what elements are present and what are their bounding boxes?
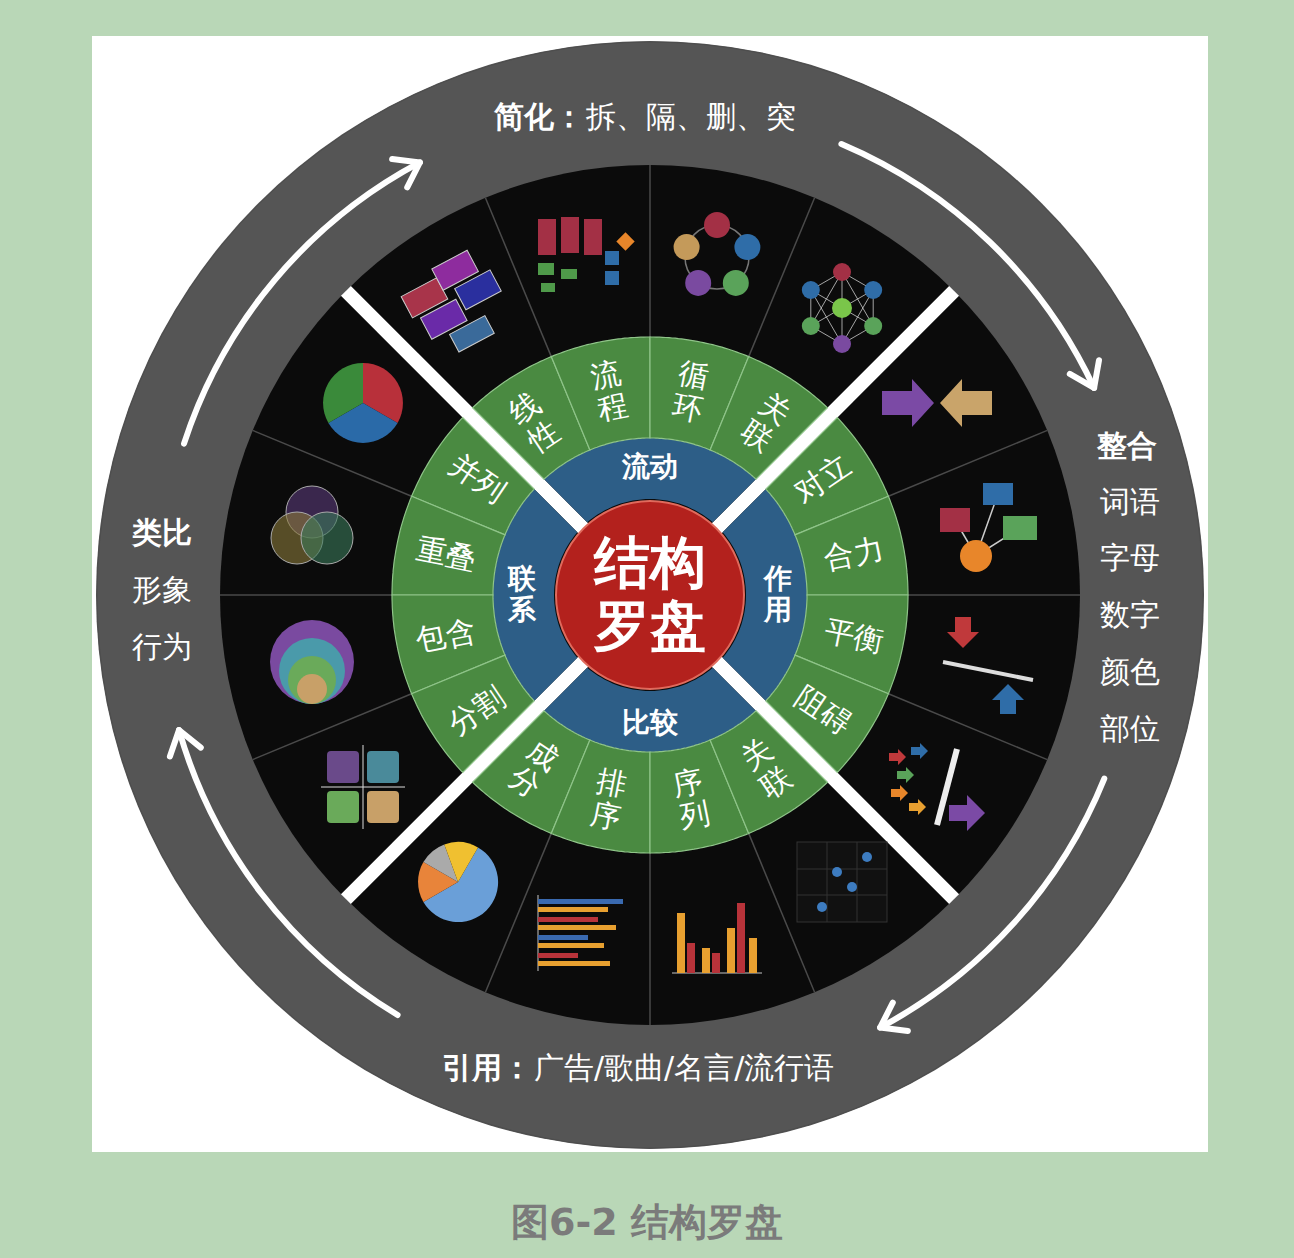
ring-item: 拆、隔、删、突 <box>586 100 796 135</box>
category-label: 联系 <box>508 564 536 626</box>
ring-heading: 简化： <box>494 100 584 135</box>
ring-heading: 引用： <box>442 1051 532 1086</box>
ring-item: 行为 <box>132 630 192 665</box>
ring-heading: 整合 <box>1097 429 1157 464</box>
structure-sector: 流程 <box>549 335 652 452</box>
ring-outline <box>97 42 1203 1148</box>
category-label: 比较 <box>622 707 678 739</box>
sector-fill <box>551 337 650 450</box>
center-circle: 结构 罗盘 <box>553 498 747 692</box>
sector-fill <box>392 496 505 595</box>
structure-sector: 重叠 <box>390 494 507 597</box>
center-disc <box>556 501 744 689</box>
category-label: 流动 <box>622 451 678 483</box>
category-label: 作用 <box>764 564 792 626</box>
ring-heading: 类比 <box>132 516 192 551</box>
structure-sector: 合力 <box>793 494 910 597</box>
ring-item: 广告/歌曲/名言/流行语 <box>534 1051 834 1086</box>
ring-item: 词语 <box>1100 485 1160 520</box>
ring-item: 颜色 <box>1100 655 1160 690</box>
sector-fill <box>795 496 908 595</box>
ring-item: 数字 <box>1100 598 1160 633</box>
center-title: 结构 罗盘 <box>586 532 715 657</box>
structure-sector: 分割 <box>409 653 537 775</box>
ring-item: 形象 <box>132 573 192 608</box>
ring-item: 字母 <box>1100 541 1160 576</box>
figure-caption: 图6-2 结构罗盘 <box>511 1197 783 1248</box>
ring-item: 部位 <box>1100 712 1160 747</box>
sector-fill <box>412 655 534 772</box>
structure-sector: 关联 <box>708 708 830 836</box>
structure-sector: 排序 <box>549 738 652 855</box>
sector-fill <box>551 740 650 853</box>
sector-fill <box>710 711 827 834</box>
